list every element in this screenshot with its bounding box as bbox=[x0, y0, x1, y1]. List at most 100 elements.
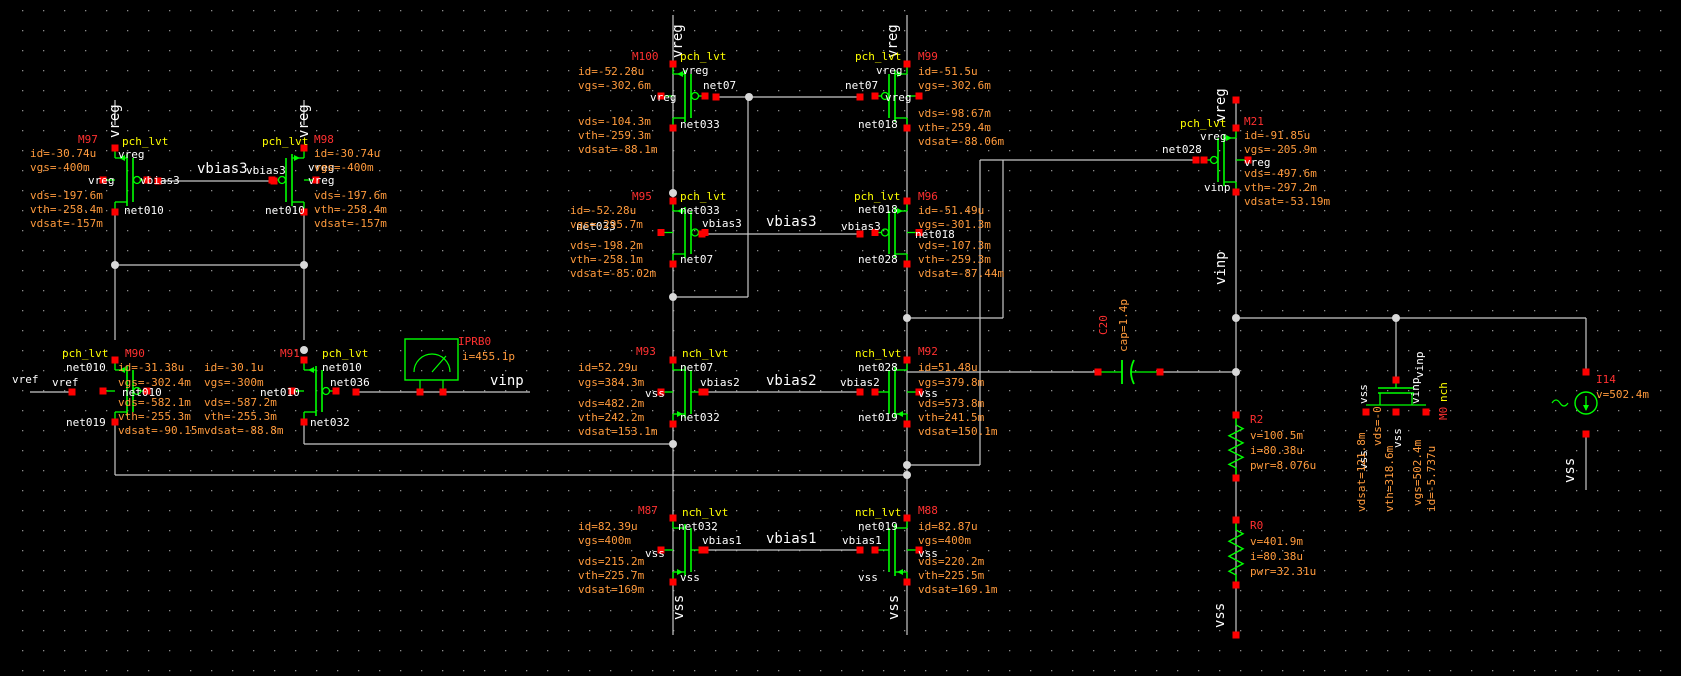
grid-dots bbox=[22, 10, 1662, 672]
m92-pin-label-s: net019 bbox=[858, 411, 898, 424]
m96-pin-label-b: net018 bbox=[915, 228, 955, 241]
m96-pin-bottom bbox=[903, 260, 911, 268]
net-pin-10 bbox=[698, 546, 706, 554]
m0-pin-label-s: vss bbox=[1357, 384, 1370, 404]
m99-pin-top bbox=[903, 60, 911, 68]
m88-pin-top bbox=[903, 514, 911, 522]
m97-param-3: vth=-258.4m bbox=[30, 203, 103, 216]
m91-param-2: vds=-587.2m bbox=[204, 396, 277, 409]
m90-symbol bbox=[103, 360, 147, 422]
m0-param-1: vgs=502.4m bbox=[1411, 439, 1424, 506]
m91-pin-label-s: net010 bbox=[322, 361, 362, 374]
m99-pin-label-g: net07 bbox=[845, 79, 879, 92]
net-pin-3 bbox=[68, 388, 76, 396]
m88-param-4: vdsat=169.1m bbox=[918, 583, 998, 596]
m97-param-2: vds=-197.6m bbox=[30, 189, 103, 202]
m95-param-2: vds=-198.2m bbox=[570, 239, 643, 252]
m90-cell-name: pch_lvt bbox=[62, 347, 109, 360]
m97-cell-name: pch_lvt bbox=[122, 135, 169, 148]
m21-param-3: vth=-297.2m bbox=[1244, 181, 1317, 194]
m0-pin-bulk bbox=[1392, 408, 1400, 416]
r2-param-1: i=80.38u bbox=[1250, 444, 1303, 457]
m97-pin-label-d: net010 bbox=[124, 204, 164, 217]
m21-param-0: id=-91.85u bbox=[1244, 129, 1311, 142]
m91-cell-name: pch_lvt bbox=[322, 347, 369, 360]
junction-dot bbox=[903, 471, 911, 479]
m87-param-4: vdsat=169m bbox=[578, 583, 645, 596]
m95-pin-label-b: net033 bbox=[576, 220, 616, 233]
m99-param-2: vds=-98.67m bbox=[918, 107, 991, 120]
junction-dot bbox=[669, 440, 677, 448]
m87-pin-label-d: net032 bbox=[678, 520, 718, 533]
bus-label-vbias3-mid: vbias3 bbox=[766, 214, 817, 230]
r0-param-2: pwr=32.31u bbox=[1250, 565, 1317, 578]
m98-pin-bulk bbox=[312, 176, 320, 184]
net-pin-5 bbox=[856, 93, 864, 101]
m99-pin-label-s: vreg bbox=[885, 91, 912, 104]
m87-pin-label-g: vbias1 bbox=[702, 534, 742, 547]
m0-cell-name: nch bbox=[1437, 382, 1450, 402]
c20-pin-left bbox=[1094, 368, 1102, 376]
m99-pin-bulk bbox=[915, 92, 923, 100]
m97-param-4: vdsat=-157m bbox=[30, 217, 103, 230]
m96-param-3: vth=-259.3m bbox=[918, 253, 991, 266]
c20-pin-right bbox=[1156, 368, 1164, 376]
i14-pin-top bbox=[1582, 368, 1590, 376]
m97-pin-label-g: vbias3 bbox=[140, 174, 180, 187]
m88-param-3: vth=225.5m bbox=[918, 569, 985, 582]
junction-dot bbox=[1392, 314, 1400, 322]
m0-pin-label-d: vinp bbox=[1409, 377, 1422, 405]
net-pin-13 bbox=[1232, 96, 1240, 104]
m21-pin-label-d: vinp bbox=[1204, 181, 1231, 194]
m100-cell-name: pch_lvt bbox=[680, 50, 727, 63]
m100-pin-gate bbox=[701, 92, 709, 100]
m92-param-3: vth=241.5m bbox=[918, 411, 985, 424]
m97-pin-label-b: vreg bbox=[118, 148, 145, 161]
r2-instance-name: R2 bbox=[1250, 413, 1264, 426]
m91-param-1: vgs=-300m bbox=[204, 376, 264, 389]
m91-param-4: vdsat=-88.8m bbox=[204, 424, 284, 437]
m95-param-0: id=-52.28u bbox=[570, 204, 637, 217]
net-pin-4 bbox=[712, 93, 720, 101]
m100-pin-label-s: vreg bbox=[650, 91, 677, 104]
junction-dot bbox=[300, 346, 308, 354]
m90-param-1: vgs=-302.4m bbox=[118, 376, 191, 389]
m92-param-1: vgs=379.8m bbox=[918, 376, 985, 389]
m91-pin-label-b: net010 bbox=[260, 386, 300, 399]
m95-param-1: vgs=-295.7m bbox=[570, 218, 643, 231]
m92-param-2: vds=573.8m bbox=[918, 397, 985, 410]
m96-param-0: id=-51.49u bbox=[918, 204, 985, 217]
m95-param-3: vth=-258.1m bbox=[570, 253, 643, 266]
pins bbox=[68, 60, 1590, 639]
m99-param-1: vgs=-302.6m bbox=[918, 79, 991, 92]
i14-instance-name: I14 bbox=[1596, 373, 1616, 386]
m99-pin-label-d: net018 bbox=[858, 118, 898, 131]
m88-pin-label-g: vbias1 bbox=[842, 534, 882, 547]
junction-dot bbox=[669, 293, 677, 301]
m21-pin-label-b: vreg bbox=[1244, 156, 1271, 169]
m21-pin-gate bbox=[1200, 156, 1208, 164]
junction-dot bbox=[669, 189, 677, 197]
m87-cell-name: nch_lvt bbox=[682, 506, 729, 519]
m90-param-4: vdsat=-90.15m bbox=[118, 424, 205, 437]
m21-pin-label-g: net028 bbox=[1162, 143, 1202, 156]
m88-pin-label-b: vss bbox=[918, 547, 938, 560]
m88-pin-bottom bbox=[903, 578, 911, 586]
net-label-vinp-vertical: vinp bbox=[1213, 251, 1229, 285]
m93-param-4: vdsat=153.1m bbox=[578, 425, 658, 438]
junction-dot bbox=[903, 314, 911, 322]
m21-cell-name: pch_lvt bbox=[1180, 117, 1227, 130]
m100-pin-bottom bbox=[669, 124, 677, 132]
m98-param-4: vdsat=-157m bbox=[314, 217, 387, 230]
i14-symbol bbox=[1551, 391, 1598, 415]
m98-pin-label-b: vreg bbox=[308, 161, 335, 174]
m0-symbol bbox=[1366, 380, 1426, 406]
m98-pin-label-g: vbias3 bbox=[246, 164, 286, 177]
m88-param-0: id=82.87u bbox=[918, 520, 978, 533]
m100-pin-label-d: net033 bbox=[680, 118, 720, 131]
junction-dot bbox=[903, 461, 911, 469]
m93-instance-name: M93 bbox=[636, 345, 656, 358]
r2-pin-top bbox=[1232, 411, 1240, 419]
m91-param-0: id=-30.1u bbox=[204, 361, 264, 374]
m100-pin-label-b: vreg bbox=[682, 64, 709, 77]
